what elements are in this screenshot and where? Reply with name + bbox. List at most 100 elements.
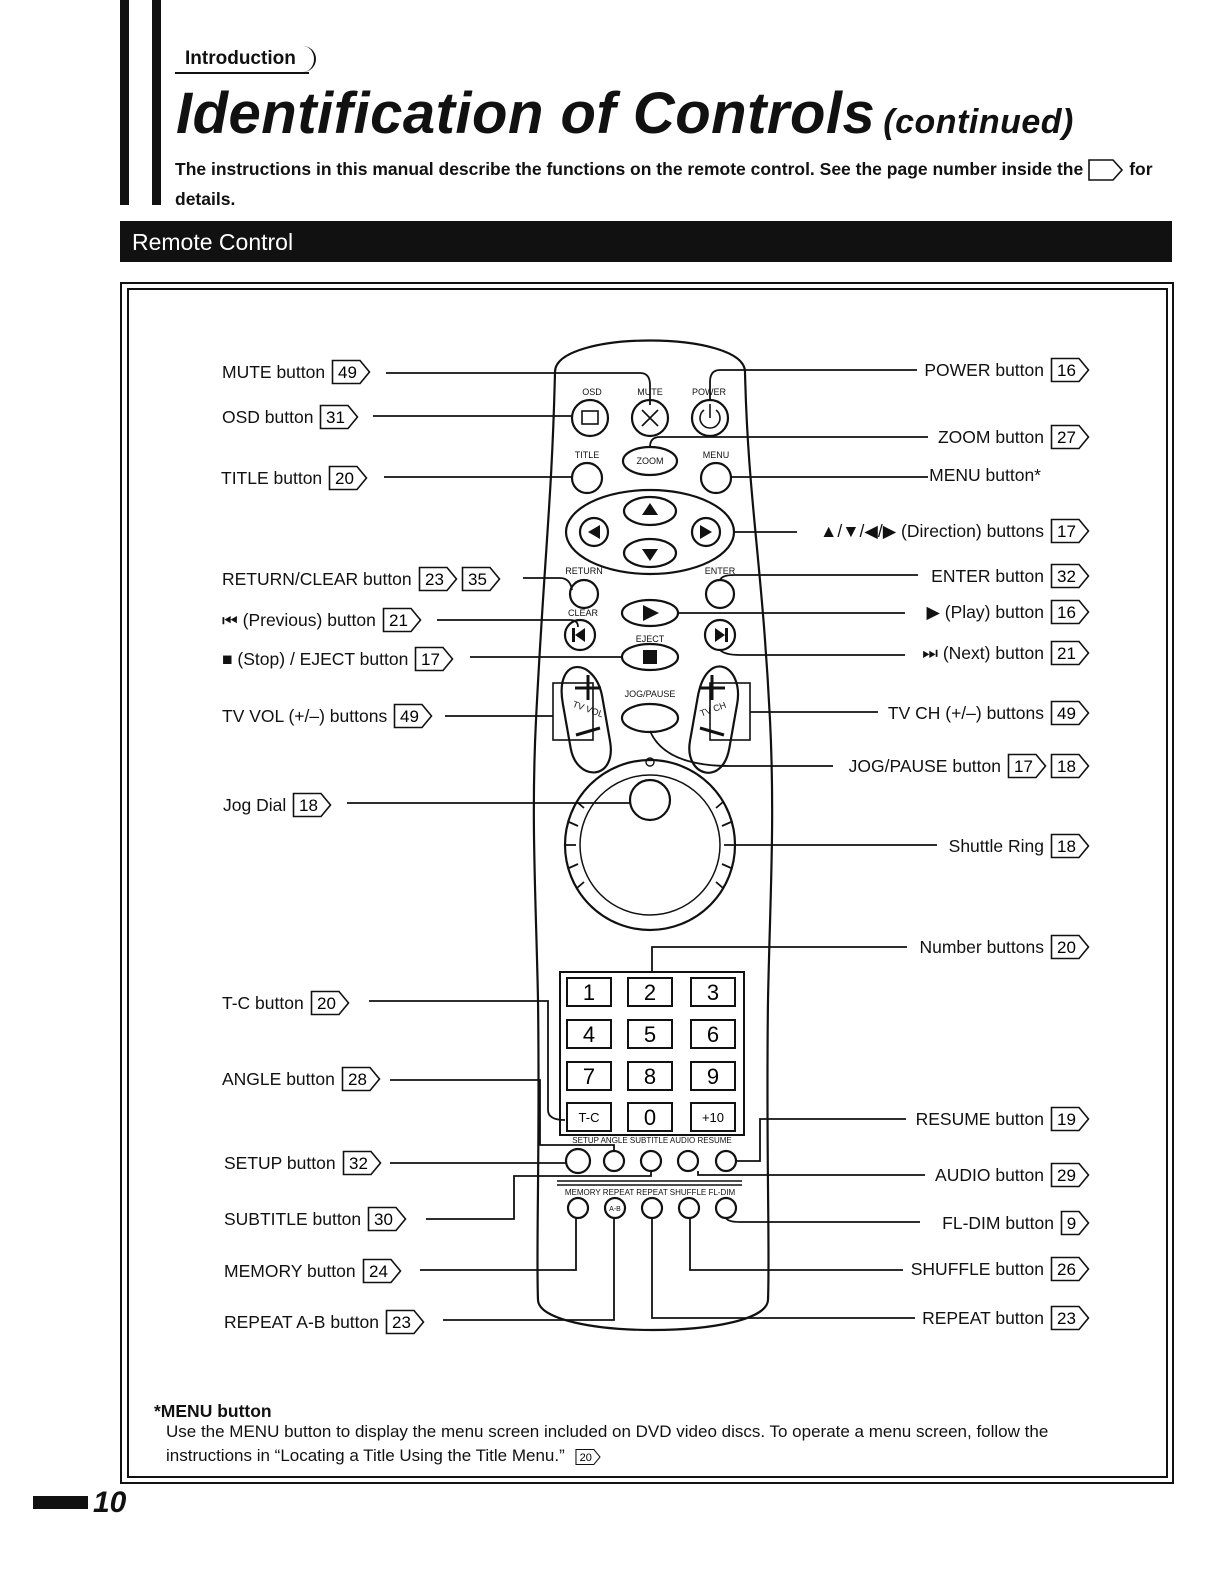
page-ref: 31 — [319, 404, 359, 430]
page-ref-number: 49 — [400, 707, 419, 726]
number-key-label: +10 — [702, 1110, 724, 1125]
label-text: ⏮ (Previous) button — [222, 609, 376, 630]
osd-button — [570, 398, 610, 438]
callout-line — [719, 574, 918, 581]
page-ref-number: 49 — [1057, 704, 1076, 723]
page-reference-icon — [1088, 159, 1124, 182]
page-ref-number: 20 — [580, 1451, 592, 1463]
memory-button-label: MEMORY button 24 — [224, 1258, 402, 1284]
callout-line — [719, 649, 905, 656]
page-ref-number: 9 — [1067, 1214, 1076, 1233]
page-ref-box: 23 — [418, 566, 458, 592]
note-title: *MENU button — [154, 1401, 272, 1421]
repeat-ab-button — [603, 1196, 627, 1220]
page-ref: 23 — [1050, 1305, 1090, 1331]
label-text: T-C button — [222, 992, 304, 1013]
callout-line — [725, 1217, 920, 1223]
tv-vol-buttons — [560, 665, 612, 774]
fl-dim-button — [714, 1196, 738, 1220]
label-text: ▲/▼/◀/▶ (Direction) buttons — [820, 520, 1044, 541]
callout-line — [443, 1218, 615, 1321]
page-ref: 9 — [1060, 1210, 1090, 1236]
callout-line — [426, 1171, 652, 1220]
callout-line — [649, 436, 928, 448]
section-heading-label: Remote Control — [132, 229, 294, 255]
page-ref-box: 30 — [367, 1206, 407, 1232]
page-ref: 32 — [342, 1150, 382, 1176]
setup-button — [564, 1147, 592, 1175]
page-ref-box: 28 — [341, 1066, 381, 1092]
page-ref-box: 29 — [1050, 1162, 1090, 1188]
angle-button-label: ANGLE button 28 — [222, 1066, 381, 1092]
label-text: MEMORY button — [224, 1260, 356, 1281]
page-ref-number: 32 — [1057, 567, 1076, 586]
note-body-text: Use the MENU button to display the menu … — [166, 1422, 1049, 1465]
enter-key-label: ENTER — [705, 566, 736, 576]
label-text: MENU button* — [929, 465, 1041, 485]
number-key-label: 4 — [583, 1022, 595, 1047]
number-key — [566, 1102, 612, 1132]
number-key-label: 8 — [644, 1064, 656, 1089]
page-ref-box: 17 — [1050, 518, 1090, 544]
label-text: ⏭ (Next) button — [922, 642, 1044, 663]
page-ref: 20 — [575, 1447, 602, 1467]
return-key-label: RETURN — [565, 566, 603, 576]
title-button — [570, 461, 604, 495]
page-ref: 32 — [1050, 563, 1090, 589]
tv-vol-key-label: TV VOL — [571, 699, 605, 719]
return-button — [568, 578, 600, 610]
clear-key-label: CLEAR — [568, 608, 599, 618]
page-ref: 49 — [331, 359, 371, 385]
page-ref-number: 32 — [349, 1154, 368, 1173]
page-ref-number: 20 — [317, 994, 336, 1013]
audio-button — [676, 1149, 700, 1173]
callout-line — [523, 577, 573, 591]
page-ref-number: 29 — [1057, 1166, 1076, 1185]
number-key — [690, 1102, 736, 1132]
page-ref-number: 23 — [392, 1313, 411, 1332]
section-underline — [175, 72, 309, 74]
figure-frame-inner — [127, 288, 1168, 1478]
page-ref-box: 24 — [362, 1258, 402, 1284]
page-ref: 20 — [328, 465, 368, 491]
tv-ch-buttons — [688, 665, 740, 774]
number-key-label: 5 — [644, 1022, 656, 1047]
page-ref: 24 — [362, 1258, 402, 1284]
page-ref-number: 23 — [1057, 1309, 1076, 1328]
number-key-label: 2 — [644, 980, 656, 1005]
resume-button — [714, 1149, 738, 1173]
page-ref-number: 17 — [1057, 522, 1076, 541]
section-heading: Remote Control — [120, 221, 1172, 262]
label-text: REPEAT A-B button — [224, 1311, 379, 1332]
page-ref: 16 — [1050, 357, 1090, 383]
margin-bar — [152, 0, 161, 205]
number-key-label: 3 — [707, 980, 719, 1005]
page-ref-number: 28 — [348, 1070, 367, 1089]
number-key — [690, 1019, 736, 1049]
page-ref-number: 20 — [1057, 938, 1076, 957]
number-key — [566, 1019, 612, 1049]
callout-line — [420, 1218, 577, 1271]
page-ref-box: 23 — [1050, 1305, 1090, 1331]
page-ref-box: 49 — [331, 359, 371, 385]
number-key — [566, 1061, 612, 1091]
label-text: ANGLE button — [222, 1068, 335, 1089]
page-title: Identification of Controls(continued) — [176, 80, 1074, 147]
page-ref-number: 18 — [1057, 837, 1076, 856]
page-ref-box: 9 — [1060, 1210, 1090, 1236]
tc-button-label: T-C button 20 — [222, 990, 350, 1016]
page-ref: 17 — [1050, 518, 1090, 544]
label-text: ▶ (Play) button — [926, 601, 1044, 622]
page-ref-box: 20 — [328, 465, 368, 491]
figure-frame — [120, 282, 1174, 1484]
number-key — [627, 1102, 673, 1132]
remote-body — [532, 339, 774, 1332]
